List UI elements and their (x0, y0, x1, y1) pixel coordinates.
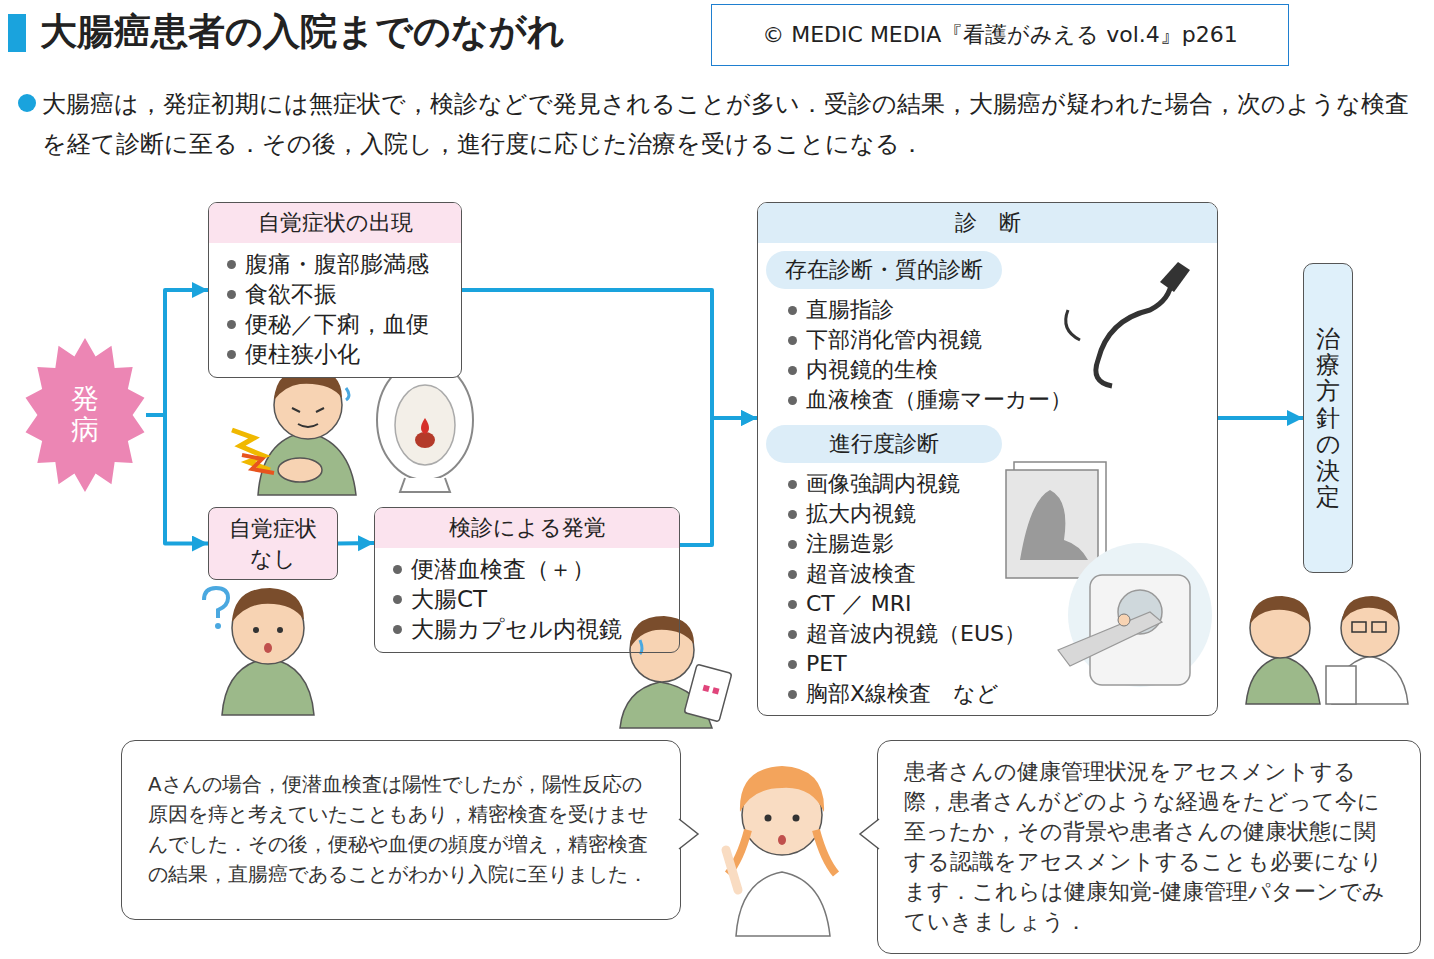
pill-label: 進行度診断 (829, 429, 939, 459)
bullet-item: 超音波検査 (770, 559, 916, 589)
bubble-text: Aさんの場合，便潜血検査は陽性でしたが，陽性反応の原因を痔と考えていたこともあり… (148, 770, 654, 890)
test-result-person (620, 616, 732, 728)
bubble-text: 患者さんの健康管理状況をアセスメントする際，患者さんがどのような経過をたどって今… (904, 757, 1394, 937)
tail-line (679, 819, 698, 849)
tail-line (860, 819, 879, 849)
box-heading: 診 断 (758, 203, 1217, 243)
sub-heading-pill: 存在診断・質的診断 (766, 251, 1002, 289)
tail-fill (860, 819, 880, 849)
flow-arrow (1218, 416, 1303, 420)
bullet-item: 便潜血検査（＋） (375, 554, 679, 584)
tail-fill (678, 819, 698, 849)
xray-films (1006, 462, 1106, 578)
bullet-item: 便秘／下痢，血便 (209, 309, 461, 339)
nurse (726, 766, 836, 936)
bullet-item: 拡大内視鏡 (770, 499, 916, 529)
bullet-item: 食欲不振 (209, 279, 461, 309)
onset-label: 発病 (71, 384, 99, 446)
bubble-tail (858, 817, 880, 851)
toilet (377, 360, 473, 492)
bubble-tail (678, 817, 700, 851)
diagnosis-box: 診 断直腸指診下部消化管内視鏡内視鏡的生検血液検査（腫瘍マーカー） 画像強調内視鏡… (757, 202, 1218, 716)
flow-arrow (680, 418, 757, 545)
pill-label: 存在診断・質的診断 (785, 255, 983, 285)
speech-bubble: 患者さんの健康管理状況をアセスメントする際，患者さんがどのような経過をたどって今… (877, 740, 1421, 954)
treatment-box: 治療方針の決定 (1303, 263, 1353, 573)
flow-arrow (338, 541, 374, 546)
bullet-item: 大腸CT (375, 584, 679, 614)
flow-arrow (462, 290, 757, 418)
pain-person (232, 368, 356, 495)
bullet-item: PET (770, 649, 847, 679)
flow-arrow (146, 290, 208, 415)
bullet-item: 腹痛・腹部膨満感 (209, 249, 461, 279)
bullet-item: 注腸造影 (770, 529, 894, 559)
bullet-item: 画像強調内視鏡 (770, 469, 960, 499)
bullet-dot (18, 94, 36, 112)
bullet-item: 血液検査（腫瘍マーカー） (770, 385, 1072, 415)
bullet-item: 超音波内視鏡（EUS） (770, 619, 1026, 649)
source-box: © MEDIC MEDIA『看護がみえる vol.4』p261 (711, 4, 1289, 66)
bullet-item: 胸部X線検査 など (770, 679, 999, 709)
screening-box: 検診による発覚便潜血検査（＋）大腸CT大腸カプセル内視鏡 (374, 507, 680, 653)
bullet-item: 大腸カプセル内視鏡 (375, 614, 679, 644)
bullet-item: 便柱狭小化 (209, 339, 461, 369)
bullet-item: 内視鏡的生検 (770, 355, 938, 385)
bullet-item: 下部消化管内視鏡 (770, 325, 982, 355)
symptom-box: 自覚症状の出現腹痛・腹部膨満感食欲不振便秘／下痢，血便便柱狭小化 (208, 202, 462, 378)
sub-heading-pill: 進行度診断 (766, 425, 1002, 463)
title-marker (8, 14, 26, 52)
page-title: 大腸癌患者の入院までのながれ (40, 6, 565, 58)
box-label: 自覚症状なし (225, 514, 321, 574)
endoscope (1066, 262, 1190, 386)
flow-arrow (146, 415, 208, 544)
vertical-label: 治療方針の決定 (1316, 326, 1340, 511)
box-heading: 自覚症状の出現 (209, 203, 461, 243)
burst-outline (26, 338, 145, 492)
speech-bubble: Aさんの場合，便潜血検査は陽性でしたが，陽性反応の原因を痔と考えていたこともあり… (121, 740, 681, 920)
bullet-item: CT ／ MRI (770, 589, 912, 619)
ct-scanner (1058, 543, 1212, 687)
source-credit: © MEDIC MEDIA『看護がみえる vol.4』p261 (762, 20, 1238, 50)
patient-doctor (1246, 596, 1408, 704)
onset-burst: 発病 (24, 338, 146, 492)
bullet-item: 直腸指診 (770, 295, 894, 325)
no-symptom-box: 自覚症状なし (208, 507, 338, 580)
box-heading: 検診による発覚 (375, 508, 679, 548)
puzzled-person (204, 588, 314, 715)
intro-note: 大腸癌は，発症初期には無症状で，検診などで発見されることが多い．受診の結果，大腸… (42, 84, 1427, 164)
